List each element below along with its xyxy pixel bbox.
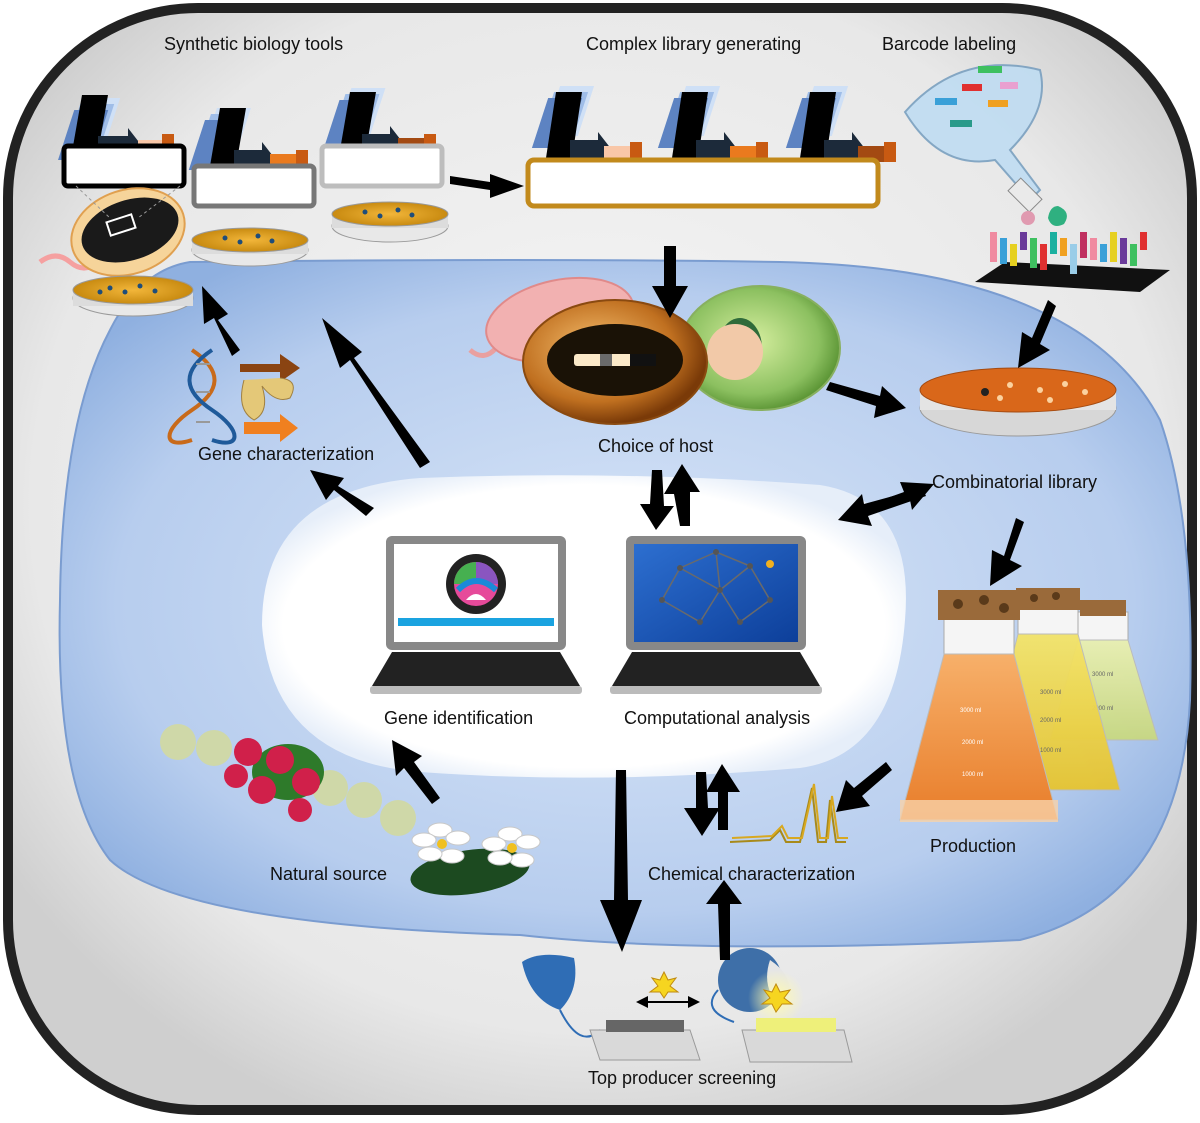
plasmid-box-2 [191, 163, 317, 209]
petri-dish-1 [72, 275, 194, 317]
arrow-core-to-screening [600, 770, 642, 952]
plasmid-box-3 [319, 143, 445, 189]
barcode-bar [1000, 238, 1007, 264]
flask-middle-mark-1: 3000 ml [1040, 690, 1061, 696]
label-gene-characterization: Gene characterization [198, 444, 375, 464]
library-part-3 [785, 86, 896, 168]
barcode-bar [1130, 244, 1137, 266]
genetic-parts-group-2 [188, 108, 317, 209]
label-top-producer-screening: Top producer screening [588, 1068, 777, 1088]
flow-arrows [202, 174, 1056, 960]
production-dish [919, 367, 1117, 437]
label-complex-library-generating: Complex library generating [586, 34, 802, 54]
laptop-gene-identification [370, 536, 582, 694]
network-graph-icon [661, 551, 771, 623]
natural-source-plant-icon [160, 724, 541, 896]
arrow-core-to-gene-characterization [310, 470, 374, 516]
label-combinatorial-library: Combinatorial library [932, 472, 1098, 492]
arrow-computational-to-host [664, 464, 700, 526]
label-barcode-labeling: Barcode labeling [882, 34, 1017, 54]
label-synthetic-biology-tools: Synthetic biology tools [164, 34, 344, 54]
library-part-1 [531, 86, 642, 168]
arrow-gene-characterization-to-tools [202, 286, 240, 356]
barcode-array-plate [975, 232, 1170, 292]
gene-folding-icon [240, 354, 300, 442]
arrow-screening-to-chemical [706, 880, 742, 960]
flask-middle-mark-3: 1000 ml [1040, 748, 1061, 754]
barcode-bar [1120, 238, 1127, 264]
flask-back-mark-2: 2000 ml [1092, 706, 1113, 712]
barcode-bar [990, 232, 997, 262]
genetic-parts-group-3 [319, 88, 445, 189]
label-computational-analysis: Computational analysis [624, 708, 811, 728]
barcode-bar [1010, 244, 1017, 266]
library-plasmid-box [525, 157, 881, 209]
barcode-bar [1050, 232, 1057, 254]
flask-middle-mark-2: 2000 ml [1040, 718, 1061, 724]
label-production: Production [930, 836, 1017, 856]
plasmid-box-1 [61, 143, 187, 189]
arrow-host-to-dish [826, 382, 906, 418]
label-chemical-characterization: Chemical characterization [648, 864, 856, 884]
barcode-bar [1030, 238, 1037, 268]
petri-dish-3 [331, 201, 449, 243]
label-natural-source: Natural source [270, 864, 388, 884]
flask-front-mark-1: 3000 ml [960, 708, 981, 714]
arrow-natural-source-to-gene-identification [392, 740, 440, 804]
dna-helix-icon [167, 348, 237, 445]
host-cell-illustration [38, 185, 186, 277]
host-organisms-illustration [468, 276, 841, 425]
combined-parts-library [525, 86, 896, 209]
chromatogram-icon [729, 783, 848, 843]
flask-front-mark-3: 1000 ml [962, 772, 983, 778]
laptop-computational-analysis [610, 536, 822, 694]
label-gene-identification: Gene identification [384, 708, 534, 728]
promoter-stack-icon-2 [188, 108, 308, 178]
barcode-bar [1110, 232, 1117, 262]
core-region [262, 475, 906, 778]
flask-front: 3000 ml 2000 ml 1000 ml [899, 590, 1059, 822]
arrow-production-to-chemical [836, 762, 892, 812]
barcode-funnel-icon [903, 64, 1067, 226]
arrow-library-to-production [990, 518, 1024, 586]
barcode-bar [1020, 232, 1027, 250]
arrow-computational-to-chemical [684, 772, 720, 836]
arrow-computational-to-library [854, 482, 934, 518]
barcode-bar [1040, 244, 1047, 270]
barcode-bar [1090, 238, 1097, 260]
barcode-bar [1060, 238, 1067, 256]
genetic-parts-group-1 [58, 95, 187, 189]
barcode-bar [1080, 232, 1087, 258]
barcode-bar [1100, 244, 1107, 262]
flask-back-mark-1: 3000 ml [1092, 672, 1113, 678]
label-choice-of-host: Choice of host [598, 436, 714, 456]
flask-front-mark-2: 2000 ml [962, 740, 983, 746]
arrow-library-to-host [652, 246, 688, 318]
screening-illustration [522, 948, 853, 1063]
petri-dish-2 [191, 227, 309, 267]
barcode-bar [1070, 244, 1077, 274]
arrow-chemical-to-computational [706, 764, 740, 830]
arrow-host-to-computational [640, 470, 674, 530]
barcode-bar [1140, 232, 1147, 250]
arrow-tools-to-library [450, 174, 524, 198]
arrow-barcode-to-dish [1018, 300, 1056, 368]
arrow-core-to-synthetic-tools [322, 318, 430, 468]
